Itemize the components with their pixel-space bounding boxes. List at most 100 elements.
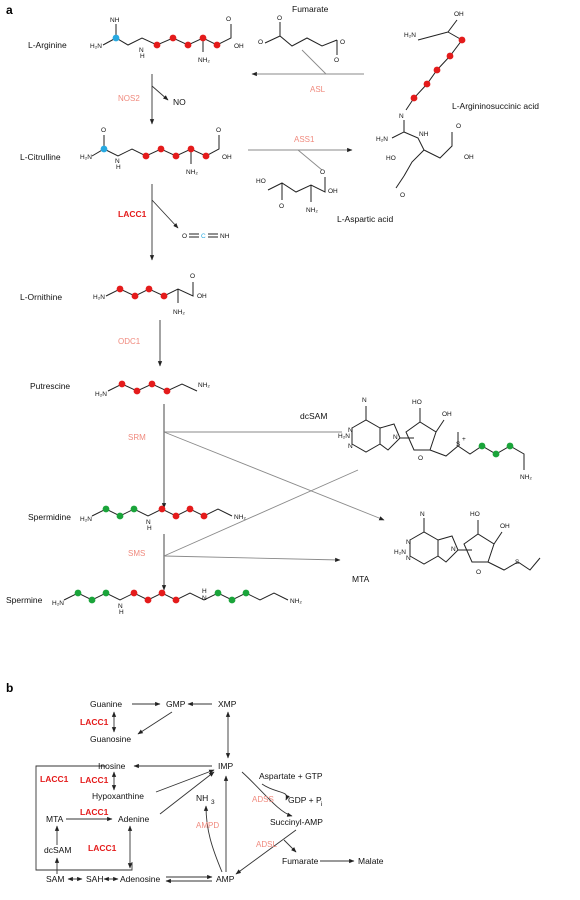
aspartate-gtp-label: Aspartate + GTP: [259, 771, 323, 781]
srm-enzyme-label: SRM: [128, 433, 146, 442]
sam-label: SAM: [46, 874, 64, 884]
cyanate-structure: O C NH: [182, 233, 230, 240]
svg-text:N: N: [146, 519, 151, 526]
svg-text:N: N: [139, 47, 144, 54]
mta-label-b: MTA: [46, 814, 64, 824]
svg-text:O: O: [334, 57, 339, 64]
svg-text:O: O: [279, 203, 284, 210]
ampd-enzyme-label: AMPD: [196, 821, 219, 830]
no-label: NO: [173, 97, 186, 107]
svg-text:N: N: [406, 555, 411, 562]
nos2-enzyme-label: NOS2: [118, 94, 140, 103]
fumarate-label-b: Fumarate: [282, 856, 319, 866]
svg-text:NH₂: NH₂: [234, 514, 246, 521]
gdp-pi-label: GDP + P: [288, 795, 322, 805]
lacc1-enzyme-label-a: LACC1: [118, 209, 147, 219]
svg-text:N: N: [393, 434, 398, 441]
l-arginine-label: L-Arginine: [28, 40, 67, 50]
dcsam-label: dcSAM: [300, 411, 327, 421]
sah-label: SAH: [86, 874, 103, 884]
svg-text:N: N: [202, 595, 207, 602]
svg-text:NH₂: NH₂: [186, 169, 198, 176]
svg-text:NH: NH: [220, 233, 230, 240]
l-aspartic-acid-label: L-Aspartic acid: [337, 214, 393, 224]
l-ornithine-label: L-Ornithine: [20, 292, 62, 302]
adss-enzyme-label: ADSS: [252, 795, 274, 804]
svg-text:C: C: [201, 233, 206, 240]
svg-text:NH: NH: [419, 131, 429, 138]
svg-text:O: O: [320, 169, 325, 176]
fumarate-label: Fumarate: [292, 4, 329, 14]
argininosuccinic-label: L-Argininosuccinic acid: [452, 101, 539, 111]
l-citrulline-structure: H₂N O N H O OH NH₂: [80, 127, 232, 176]
svg-text:N: N: [451, 546, 456, 553]
svg-text:H₂N: H₂N: [93, 294, 105, 301]
spermidine-structure: H₂N N H NH₂: [80, 505, 246, 532]
svg-text:NH₂: NH₂: [520, 474, 532, 481]
svg-text:H₂N: H₂N: [52, 600, 64, 607]
svg-text:N: N: [362, 397, 367, 404]
amp-label: AMP: [216, 874, 235, 884]
svg-text:O: O: [182, 233, 187, 240]
svg-text:OH: OH: [328, 188, 338, 195]
svg-text:N: N: [348, 427, 353, 434]
gdp-pi-label-group: GDP + P i: [288, 795, 322, 808]
svg-text:NH₂: NH₂: [198, 57, 210, 64]
dcsam-label-b: dcSAM: [44, 845, 71, 855]
spermidine-label: Spermidine: [28, 512, 71, 522]
imp-label: IMP: [218, 761, 233, 771]
svg-text:O: O: [216, 127, 221, 134]
svg-text:HO: HO: [256, 178, 266, 185]
guanine-label: Guanine: [90, 699, 122, 709]
svg-text:HO: HO: [412, 399, 422, 406]
odc1-enzyme-label: ODC1: [118, 337, 141, 346]
l-arginine-structure: H₂N NH N H O OH NH₂: [90, 16, 244, 64]
adsl-enzyme-label: ADSL: [256, 840, 277, 849]
l-ornithine-structure: H₂N O OH NH₂: [93, 273, 207, 316]
svg-text:H₂N: H₂N: [80, 154, 92, 161]
nh3-label-group: NH 3: [196, 793, 215, 806]
svg-text:H₂N: H₂N: [376, 136, 388, 143]
svg-text:O: O: [456, 123, 461, 130]
svg-text:3: 3: [211, 799, 215, 806]
panel-a-label: a: [6, 3, 13, 17]
svg-text:O: O: [400, 192, 405, 199]
svg-text:O: O: [190, 273, 195, 280]
svg-text:N: N: [118, 603, 123, 610]
svg-text:O: O: [258, 39, 263, 46]
svg-text:O: O: [226, 16, 231, 23]
argininosuccinic-structure: OH H₂N N H₂N NH HO O O OH: [376, 11, 474, 199]
lacc1-guanosine-label: LACC1: [80, 717, 109, 727]
spermine-structure: H₂N N H H N NH₂: [52, 588, 302, 616]
l-aspartic-acid-structure: HO O O OH NH₂: [256, 169, 338, 214]
lacc1-adenine-label: LACC1: [80, 807, 109, 817]
spermine-label: Spermine: [6, 595, 43, 605]
svg-text:H: H: [119, 609, 124, 616]
lacc1-bracket-label: LACC1: [40, 774, 69, 784]
mta-label-a: MTA: [352, 574, 370, 584]
sms-enzyme-label: SMS: [128, 549, 145, 558]
svg-text:S: S: [515, 559, 520, 566]
adenosine-label: Adenosine: [120, 874, 160, 884]
svg-text:O: O: [277, 15, 282, 22]
svg-text:H₂N: H₂N: [338, 433, 350, 440]
svg-text:HO: HO: [470, 511, 480, 518]
nh3-label: NH: [196, 793, 208, 803]
lacc1-adenosine-label: LACC1: [88, 843, 117, 853]
svg-text:H: H: [147, 525, 152, 532]
svg-text:OH: OH: [454, 11, 464, 18]
panel-b-label: b: [6, 681, 13, 695]
svg-text:OH: OH: [442, 411, 452, 418]
svg-text:H₂N: H₂N: [80, 516, 92, 523]
succinyl-amp-label: Succinyl-AMP: [270, 817, 323, 827]
svg-text:H: H: [140, 53, 145, 60]
svg-text:N: N: [406, 539, 411, 546]
svg-text:O: O: [418, 455, 423, 462]
guanosine-label: Guanosine: [90, 734, 131, 744]
svg-text:H₂N: H₂N: [394, 549, 406, 556]
asl-enzyme-label: ASL: [310, 85, 326, 94]
putrescine-label: Putrescine: [30, 381, 70, 391]
svg-text:N: N: [399, 113, 404, 120]
svg-text:NH₂: NH₂: [306, 207, 318, 214]
svg-text:HO: HO: [386, 155, 396, 162]
